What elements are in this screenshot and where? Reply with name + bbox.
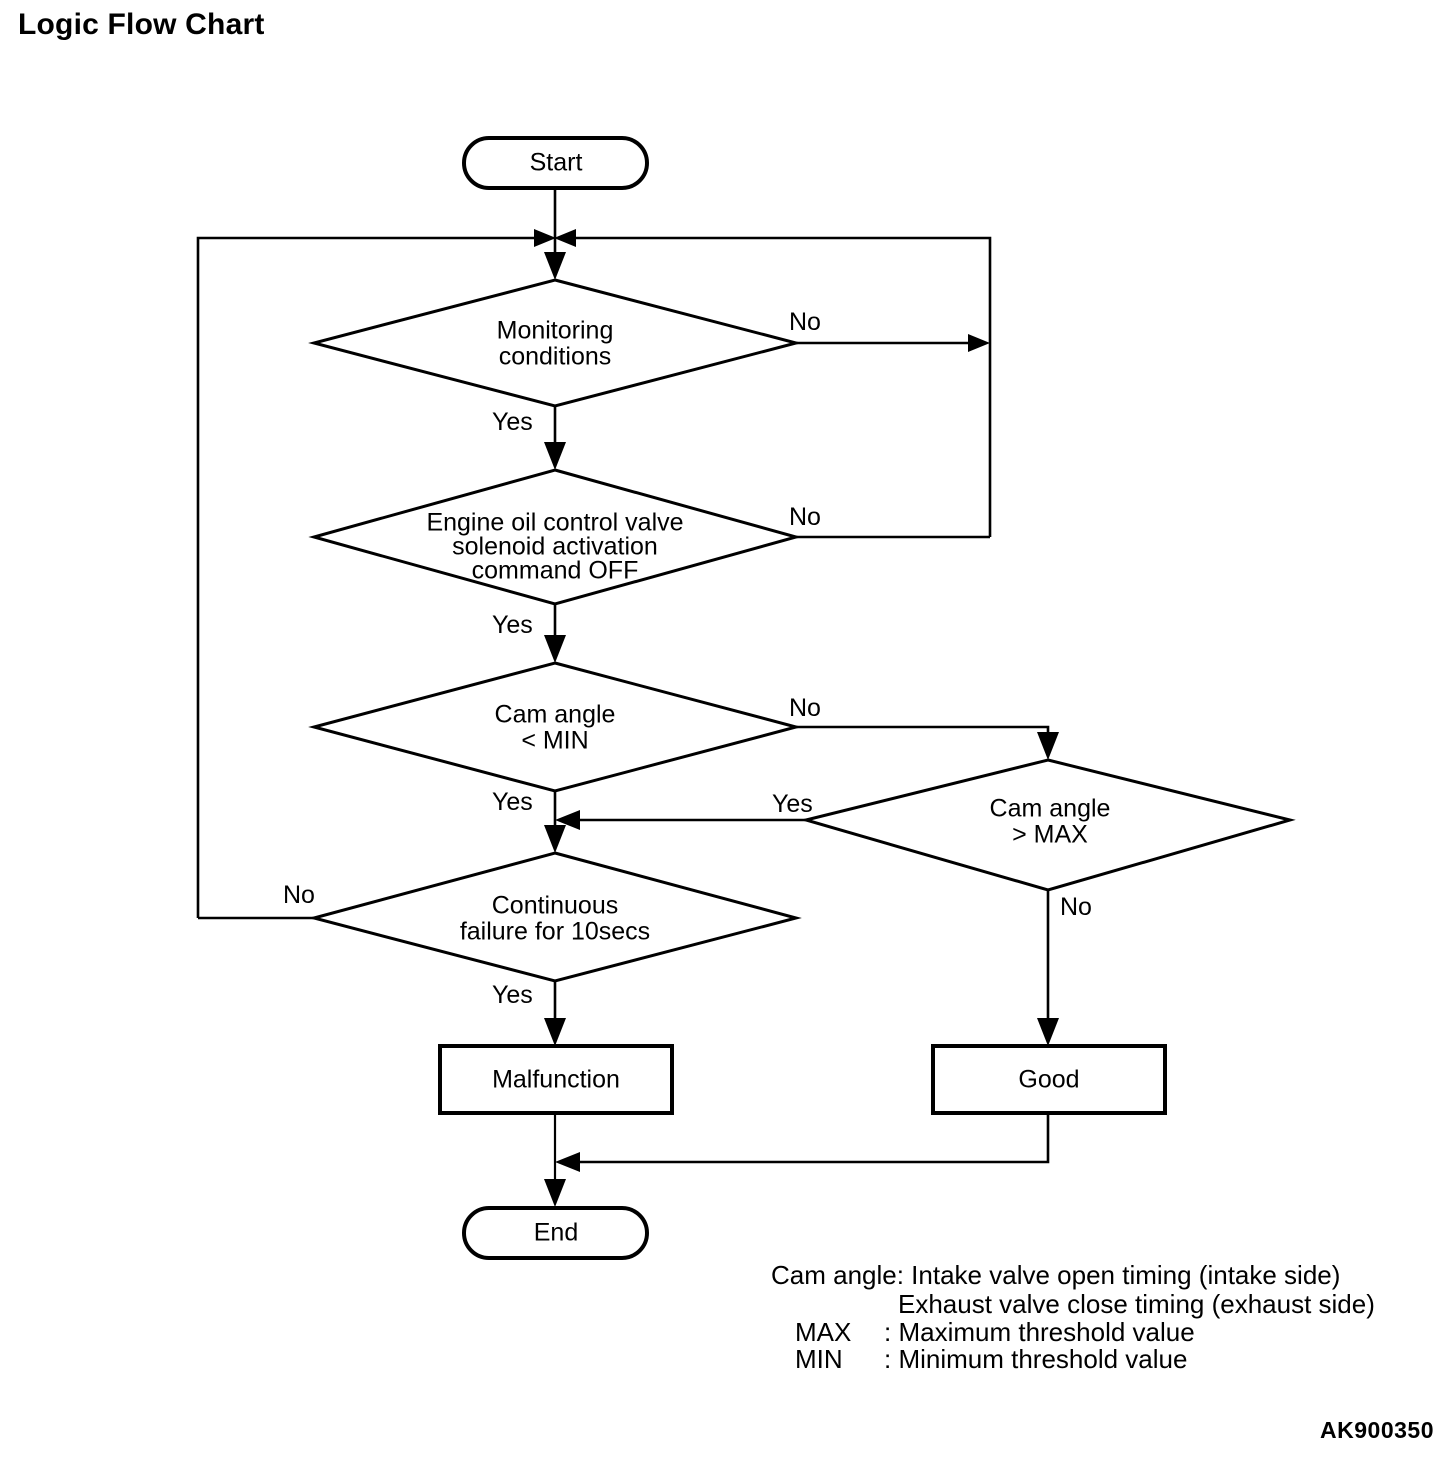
page-title: Logic Flow Chart xyxy=(18,8,265,41)
arrowhead-monitoring-in xyxy=(544,252,566,280)
arrowhead-cam-max-in xyxy=(1037,732,1059,760)
node-cam-angle-min[interactable] xyxy=(308,661,802,793)
node-monitoring-line1: Monitoring xyxy=(497,317,614,345)
node-cam-angle-max[interactable] xyxy=(800,758,1296,892)
node-good-label: Good xyxy=(1018,1066,1079,1094)
legend-desc-min: : Minimum threshold value xyxy=(884,1344,1187,1374)
node-solenoid-command-off[interactable] xyxy=(308,468,802,606)
branch-label-continuous-yes: Yes xyxy=(492,981,533,1009)
legend-line-cam-angle-exhaust: Exhaust valve close timing (exhaust side… xyxy=(898,1289,1375,1319)
arrowhead-right-return xyxy=(554,229,576,247)
node-solenoid-line3: command OFF xyxy=(472,557,639,585)
edge-good-to-end xyxy=(573,1113,1050,1164)
legend-line-cam-angle-intake: Cam angle: Intake valve open timing (int… xyxy=(771,1260,1340,1290)
node-continuous-line1: Continuous xyxy=(492,892,618,920)
legend-desc-max: : Maximum threshold value xyxy=(884,1317,1195,1347)
arrowhead-left-return xyxy=(534,229,556,247)
branch-label-monitoring-yes: Yes xyxy=(492,408,533,436)
node-malfunction[interactable] xyxy=(438,1044,674,1115)
arrowhead-cam-min-in xyxy=(544,635,566,663)
node-cam-max-line2: > MAX xyxy=(1012,821,1088,849)
arrowhead-cam-max-yes xyxy=(555,810,580,830)
arrowhead-solenoid-in xyxy=(544,442,566,470)
arrowhead-monitoring-no xyxy=(968,334,990,352)
branch-label-cam-min-yes: Yes xyxy=(492,788,533,816)
node-cam-max-line1: Cam angle xyxy=(990,795,1111,823)
node-monitoring-line2: conditions xyxy=(499,343,612,371)
node-continuous-failure[interactable] xyxy=(308,851,802,983)
branch-label-continuous-no: No xyxy=(283,881,315,909)
arrowhead-good-in xyxy=(1037,1018,1059,1046)
node-solenoid-line2: solenoid activation xyxy=(452,533,658,561)
branch-label-cam-max-yes: Yes xyxy=(772,790,813,818)
node-malfunction-label: Malfunction xyxy=(492,1066,620,1094)
branch-label-monitoring-no: No xyxy=(789,308,821,336)
legend-term-min: MIN xyxy=(795,1344,843,1374)
node-end-label: End xyxy=(534,1219,578,1247)
branch-label-solenoid-no: No xyxy=(789,503,821,531)
arrowhead-end-in xyxy=(544,1179,566,1207)
edge-left-return-line xyxy=(196,236,538,918)
edge-cam-min-no xyxy=(796,725,1050,750)
edge-right-return-line xyxy=(572,236,992,537)
node-cam-min-line1: Cam angle xyxy=(495,701,616,729)
node-continuous-line2: failure for 10secs xyxy=(460,918,650,946)
branch-label-solenoid-yes: Yes xyxy=(492,611,533,639)
figure-reference-code: AK900350 xyxy=(1320,1417,1434,1443)
branch-label-cam-max-no: No xyxy=(1060,893,1092,921)
node-start-label: Start xyxy=(530,149,583,177)
node-monitoring-conditions[interactable] xyxy=(308,278,802,408)
node-cam-min-line2: < MIN xyxy=(521,727,588,755)
node-start[interactable] xyxy=(462,136,649,190)
node-good[interactable] xyxy=(931,1044,1167,1115)
node-end[interactable] xyxy=(462,1206,649,1260)
arrowhead-malfunction-in xyxy=(544,1018,566,1046)
branch-label-cam-min-no: No xyxy=(789,694,821,722)
arrowhead-continuous-in xyxy=(544,825,566,853)
arrowhead-good-join xyxy=(555,1152,580,1172)
node-solenoid-line1: Engine oil control valve xyxy=(426,509,683,537)
legend-term-max: MAX xyxy=(795,1317,851,1347)
